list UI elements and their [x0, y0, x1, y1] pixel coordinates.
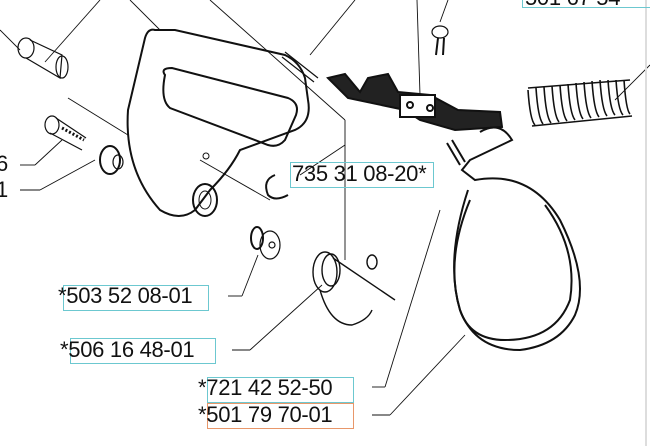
bushing-part	[250, 226, 281, 260]
hand-guard-part	[126, 28, 310, 217]
small-screw-part	[431, 25, 449, 56]
part-highlight-box	[70, 338, 216, 364]
washer-part	[99, 145, 124, 175]
pin-part-2	[446, 139, 466, 166]
part-label-735-31-08-20[interactable]: 735 31 08-20*	[292, 161, 427, 186]
part-label-501-67-54[interactable]: 501 67 54	[525, 0, 620, 10]
part-highlight-box	[207, 377, 354, 403]
part-selected-box	[207, 403, 354, 429]
part-label-506-16-48-01[interactable]: *506 16 48-01	[60, 337, 195, 362]
screw-part	[44, 115, 87, 151]
lever-part	[326, 72, 504, 132]
part-highlight-box	[63, 285, 209, 311]
part-highlight-box	[522, 0, 650, 8]
sleeve-part	[17, 37, 69, 79]
part-label-501-79-70-01[interactable]: *501 79 70-01	[198, 402, 333, 427]
brake-band-part	[453, 126, 581, 352]
part-label-6[interactable]: 6	[0, 151, 8, 176]
pin-part	[281, 51, 319, 83]
torsion-spring-part	[312, 251, 396, 326]
scrollbar-edge	[645, 0, 647, 446]
part-label-721-42-52-50[interactable]: *721 42 52-50	[198, 375, 333, 400]
clip-part	[265, 174, 289, 200]
leader-lines	[0, 0, 650, 416]
part-label-1[interactable]: 1	[0, 177, 8, 202]
part-highlight-box	[290, 162, 434, 188]
part-label-503-52-08-01[interactable]: *503 52 08-01	[58, 283, 193, 308]
coil-spring-part	[527, 79, 633, 127]
